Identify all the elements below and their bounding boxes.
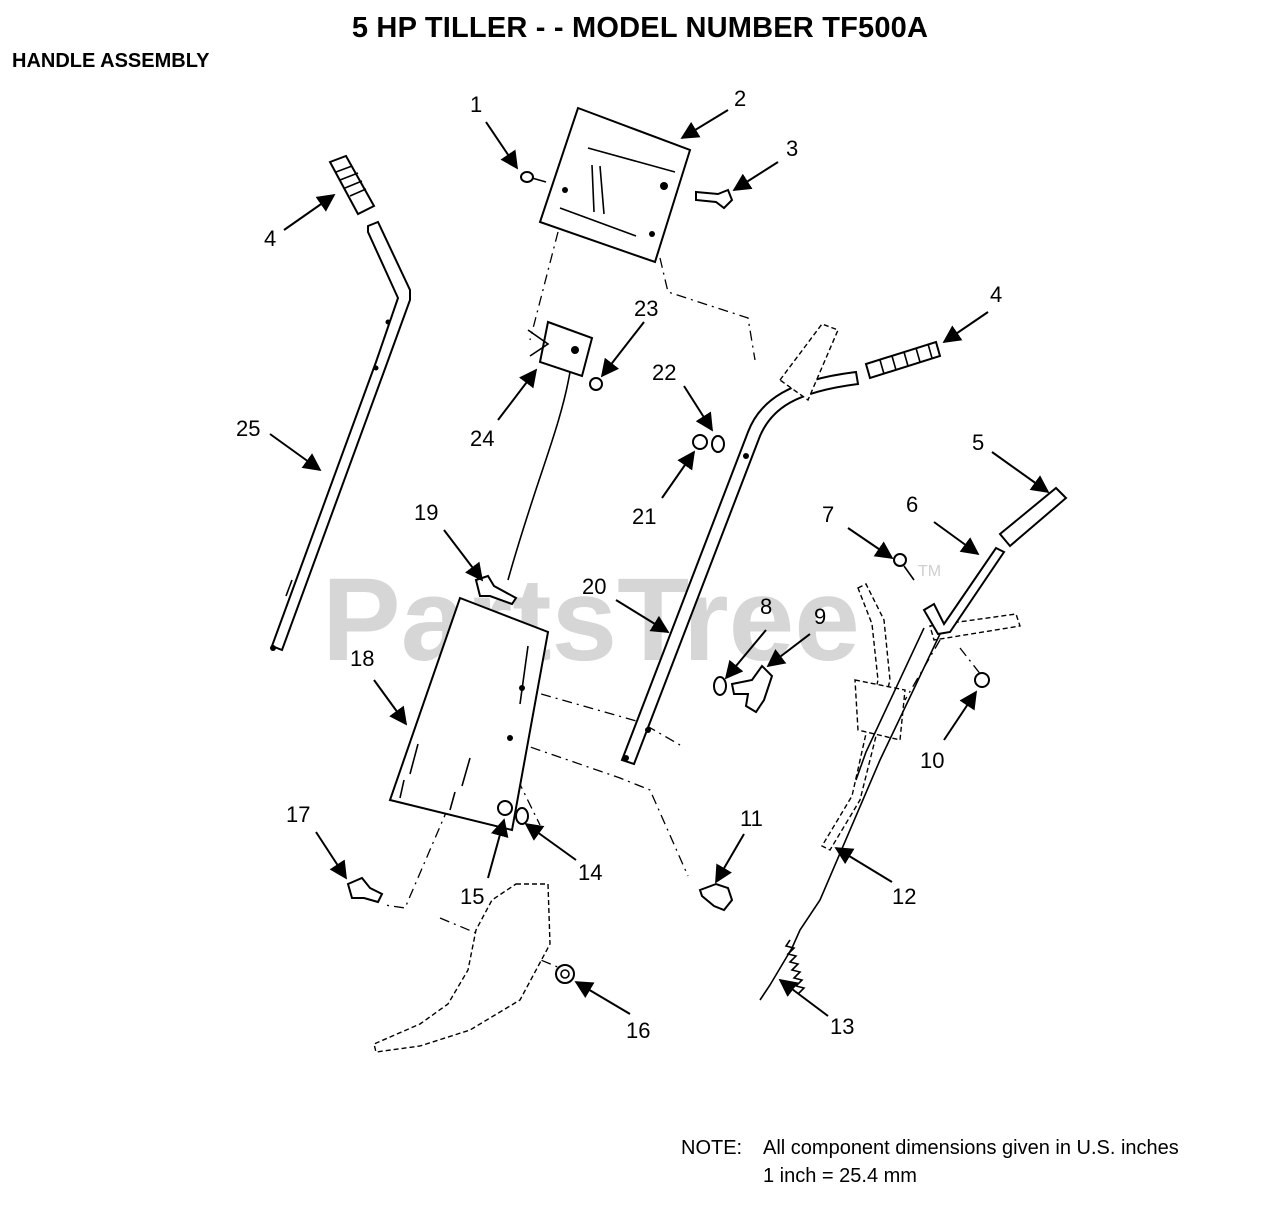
callout-4-left: 4 <box>264 226 276 251</box>
pin-part-7 <box>893 553 915 581</box>
callout-8: 8 <box>760 594 772 619</box>
throttle-cable-part <box>507 371 571 581</box>
control-panel-part <box>538 106 692 264</box>
callout-22: 22 <box>652 360 676 385</box>
nut-part-21 <box>692 434 708 450</box>
knob-part-9 <box>730 664 774 714</box>
handle-bracket-reference <box>779 323 839 402</box>
callout-21: 21 <box>632 504 656 529</box>
nut-part-23 <box>589 377 603 391</box>
shift-rod-part-12 <box>759 627 941 1001</box>
bolt-part-17 <box>346 876 384 904</box>
tiller-frame-reference <box>373 883 551 1053</box>
section-label: HANDLE ASSEMBLY <box>12 50 210 72</box>
callout-3: 3 <box>786 136 798 161</box>
callout-6: 6 <box>906 492 918 517</box>
note-line-1: All component dimensions given in U.S. i… <box>763 1137 1179 1159</box>
callout-5: 5 <box>972 430 984 455</box>
callout-7: 7 <box>822 502 834 527</box>
screw-part <box>520 171 547 183</box>
callout-17: 17 <box>286 802 310 827</box>
right-grip-part <box>864 340 942 380</box>
washer-part-14 <box>515 807 529 825</box>
watermark-trademark: TM <box>918 563 941 580</box>
callout-24: 24 <box>470 426 494 451</box>
washer-part-8 <box>713 676 727 696</box>
callout-4-right: 4 <box>990 282 1002 307</box>
dimension-note: NOTE: All component dimensions given in U… <box>681 1134 1179 1190</box>
callout-19: 19 <box>414 500 438 525</box>
right-handle-part <box>620 370 860 766</box>
nut-part-15 <box>497 800 513 816</box>
shift-lever-part-6 <box>922 546 1006 636</box>
callout-23: 23 <box>634 296 658 321</box>
bolt-part-11 <box>698 882 734 912</box>
nut-part-10 <box>974 672 990 688</box>
callout-18: 18 <box>350 646 374 671</box>
note-line-2: 1 inch = 25.4 mm <box>763 1165 917 1187</box>
knob-bolt-part <box>695 188 734 210</box>
callout-2: 2 <box>734 86 746 111</box>
callout-10: 10 <box>920 748 944 773</box>
lever-grip-part-5 <box>998 486 1068 548</box>
callout-leaders <box>269 109 1050 1017</box>
callout-9: 9 <box>814 604 826 629</box>
assembly-centerlines <box>384 231 986 969</box>
callout-1: 1 <box>470 92 482 117</box>
callout-20: 20 <box>582 574 606 599</box>
bolt-part-19 <box>474 574 518 606</box>
callout-12: 12 <box>892 884 916 909</box>
switch-bracket-part <box>527 320 594 378</box>
note-label: NOTE: <box>681 1137 743 1159</box>
washer-part-22 <box>711 435 725 453</box>
callout-15: 15 <box>460 884 484 909</box>
diagram-title: 5 HP TILLER - - MODEL NUMBER TF500A <box>351 12 929 44</box>
callout-13: 13 <box>830 1014 854 1039</box>
nut-part-16 <box>555 964 575 984</box>
callout-14: 14 <box>578 860 602 885</box>
callout-25: 25 <box>236 416 260 441</box>
left-handle-part <box>270 220 411 652</box>
callout-labels: 1 2 3 4 4 5 6 7 8 9 10 11 12 13 14 15 16… <box>236 86 1002 1043</box>
callout-16: 16 <box>626 1018 650 1043</box>
callout-11: 11 <box>740 806 763 831</box>
left-grip-part <box>328 154 376 216</box>
handle-bracket-part <box>388 596 550 832</box>
